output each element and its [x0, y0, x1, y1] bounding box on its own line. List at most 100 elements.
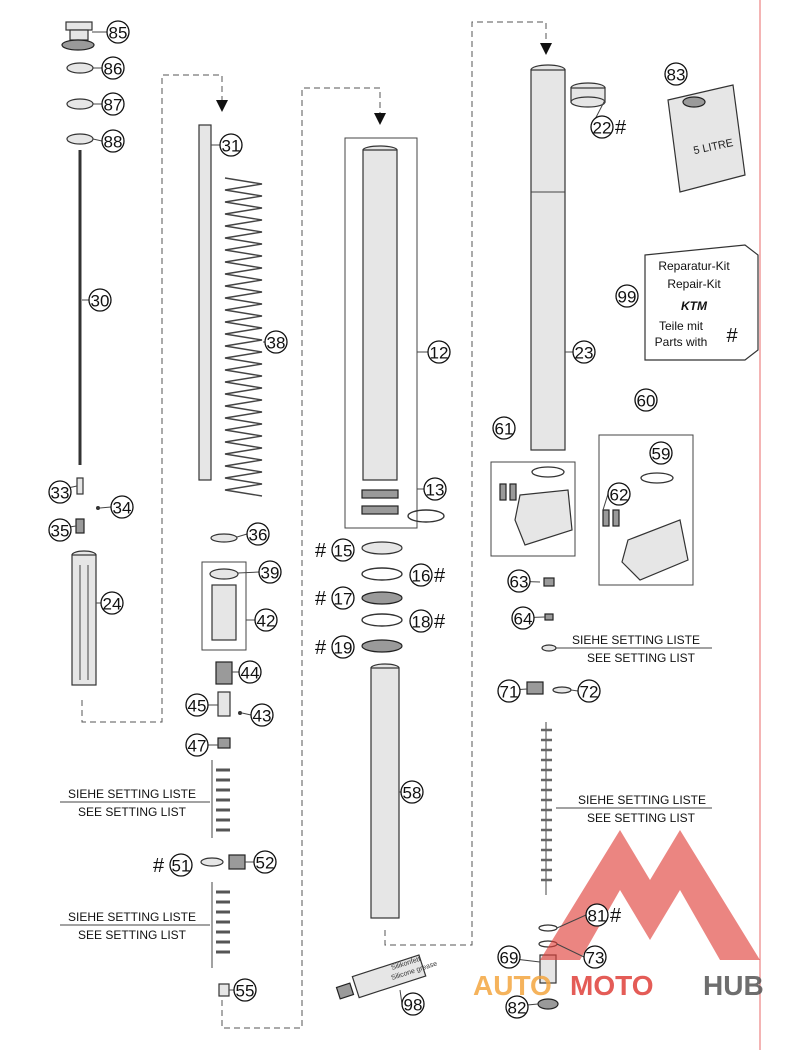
hash-mark: #	[315, 540, 327, 562]
setting-note-1: SIEHE SETTING LISTE SEE SETTING LIST	[60, 787, 210, 819]
part-81-ring	[538, 924, 558, 932]
part-13-seal-ring	[407, 509, 445, 523]
hash-mark: #	[610, 905, 622, 927]
callout-number: 73	[586, 949, 605, 968]
automotohub-watermark: AUTO MOTO HUB	[473, 830, 764, 1001]
hash-mark: #	[153, 855, 165, 877]
callout-circle	[101, 129, 125, 153]
setting-note-2: SIEHE SETTING LISTE SEE SETTING LIST	[60, 910, 210, 942]
part-34-ball	[96, 506, 100, 510]
part-16-washer	[361, 567, 403, 581]
callout-circle	[48, 518, 72, 542]
part-45-valve-body	[217, 691, 231, 717]
leader-line	[570, 689, 579, 692]
part-43-ball	[238, 711, 242, 715]
callout-number: 19	[334, 639, 353, 658]
callout-number: 31	[222, 137, 241, 156]
watermark-text-3: HUB	[703, 970, 764, 1001]
callout-circle	[505, 995, 529, 1019]
callout-number: 23	[575, 344, 594, 363]
callout-number: 52	[256, 854, 275, 873]
callout-number: 55	[236, 982, 255, 1001]
hash-mark: #	[315, 588, 327, 610]
callout-circle	[238, 660, 262, 684]
callout-number: 63	[510, 573, 529, 592]
repair-kit-line3: Teile mit	[659, 319, 704, 333]
callout-number: 64	[514, 610, 533, 629]
leader-line	[556, 943, 585, 958]
part-19-dust-seal	[361, 639, 403, 653]
leader-line	[602, 493, 609, 511]
callout-number: 36	[249, 526, 268, 545]
callout-circle	[331, 538, 355, 562]
part-64-washer	[544, 613, 554, 621]
callout-circle	[106, 20, 130, 44]
part-33-rod-end	[76, 477, 84, 495]
part-83-oil-can: 5 LITRE	[667, 84, 746, 193]
shim-stack-upper	[211, 760, 230, 838]
hash-marks: ########	[153, 117, 627, 927]
callout-circle	[572, 340, 596, 364]
hash-mark: #	[434, 565, 446, 587]
leader-line	[92, 138, 103, 142]
callout-circle	[427, 340, 451, 364]
callout-circle	[254, 608, 278, 632]
callout-circle	[664, 62, 688, 86]
callout-circle	[409, 609, 433, 633]
shim-stack-base	[541, 722, 552, 895]
callout-number: 38	[267, 334, 286, 353]
callout-circle	[88, 288, 112, 312]
callout-number: 69	[500, 949, 519, 968]
part-72-ring	[552, 686, 572, 694]
callout-number: 82	[508, 999, 527, 1018]
part-98-grease-tube: Silikonfett Silicone grease	[335, 954, 438, 1000]
part-35-spring-small	[75, 518, 85, 534]
callout-circle	[577, 679, 601, 703]
part-61-axle-clamp	[490, 461, 576, 557]
watermark-text-2: MOTO	[570, 970, 653, 1001]
part-23-slider-tube	[530, 64, 566, 451]
callout-circle	[101, 56, 125, 80]
leader-line	[241, 712, 252, 716]
shim-stack-lower	[211, 882, 230, 968]
callout-number: 18	[412, 613, 431, 632]
callout-circle	[585, 903, 609, 927]
part-17-seal	[361, 591, 403, 605]
callout-circle	[185, 693, 209, 717]
callout-circle	[258, 560, 282, 584]
callout-circle	[511, 606, 535, 630]
callout-number: 83	[667, 66, 686, 85]
callout-number: 71	[500, 683, 519, 702]
hash-mark: #	[315, 637, 327, 659]
leader-line	[237, 571, 260, 574]
part-42-spring-seat	[201, 561, 247, 651]
callout-number: 61	[495, 420, 514, 439]
callout-circle	[497, 945, 521, 969]
callout-circle	[110, 495, 134, 519]
callout-number: 59	[652, 445, 671, 464]
repair-kit-symbol: #	[726, 325, 738, 347]
svg-text:SEE SETTING LIST: SEE SETTING LIST	[78, 805, 187, 819]
callout-circle	[607, 482, 631, 506]
part-24-cartridge-tube	[71, 550, 97, 686]
callout-number: 51	[172, 857, 191, 876]
setting-note-4: SIEHE SETTING LISTE SEE SETTING LIST	[556, 793, 712, 825]
part-18-clip	[361, 613, 403, 627]
svg-text:SIEHE SETTING LISTE: SIEHE SETTING LISTE	[572, 633, 700, 647]
part-87-washer	[66, 98, 94, 110]
svg-text:SIEHE SETTING LISTE: SIEHE SETTING LISTE	[68, 787, 196, 801]
callout-circle	[409, 563, 433, 587]
callout-number: 47	[188, 737, 207, 756]
part-51-ring	[200, 857, 224, 867]
part-71-piston	[526, 681, 544, 695]
leader-line	[236, 533, 248, 538]
leader-line	[556, 914, 587, 929]
callout-number: 45	[188, 697, 207, 716]
part-22-bushing	[570, 82, 606, 108]
part-63-nut	[543, 577, 555, 587]
part-38-fork-spring	[224, 177, 263, 497]
repair-kit-line2: Repair-Kit	[667, 277, 721, 291]
callout-circle	[507, 569, 531, 593]
